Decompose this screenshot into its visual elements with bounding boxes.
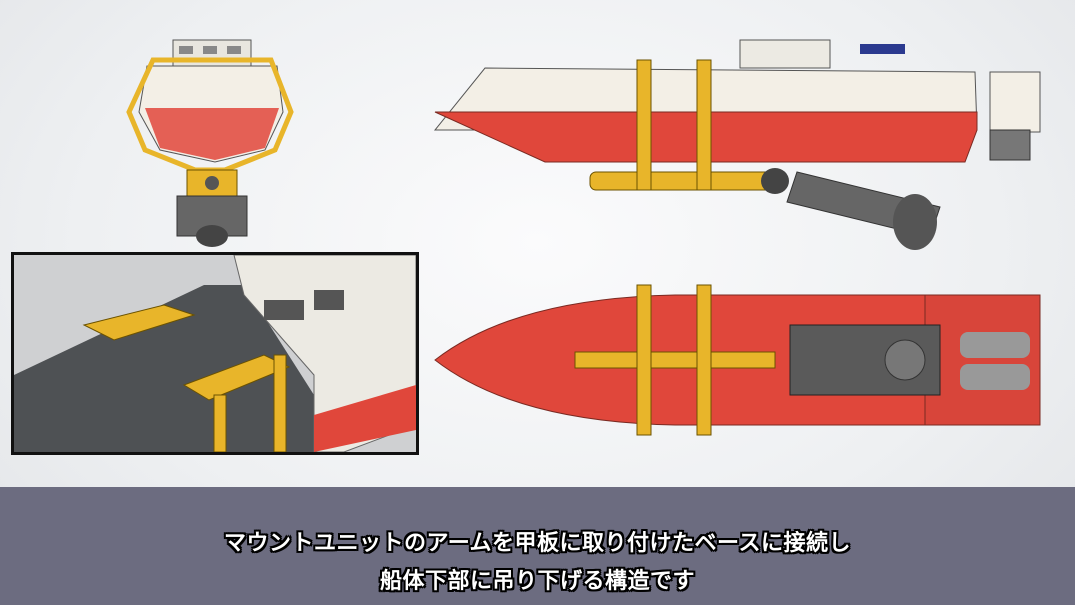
boat-side-view — [425, 32, 1050, 252]
mount-arm-1 — [636, 284, 652, 436]
mount-arm-2 — [696, 284, 712, 436]
mount-rail — [574, 351, 776, 369]
mount-base-2 — [182, 354, 291, 401]
mount-arm-1 — [636, 59, 652, 191]
mount-rail — [589, 171, 781, 191]
caption-line-1: マウントユニットのアームを甲板に取り付けたベースに接続し — [224, 531, 851, 556]
mount-base-1 — [82, 304, 196, 341]
detail-inset — [11, 252, 419, 455]
boat-top-view — [425, 280, 1050, 445]
cabin — [739, 39, 831, 69]
mount-arm-2 — [696, 59, 712, 191]
caption-band: マウントユニットのアームを甲板に取り付けたベースに接続し 船体下部に吊り下げる構… — [0, 487, 1075, 605]
caption-line-2: 船体下部に吊り下げる構造です — [379, 569, 695, 594]
deck — [14, 285, 314, 452]
boat-front-view — [115, 32, 305, 252]
